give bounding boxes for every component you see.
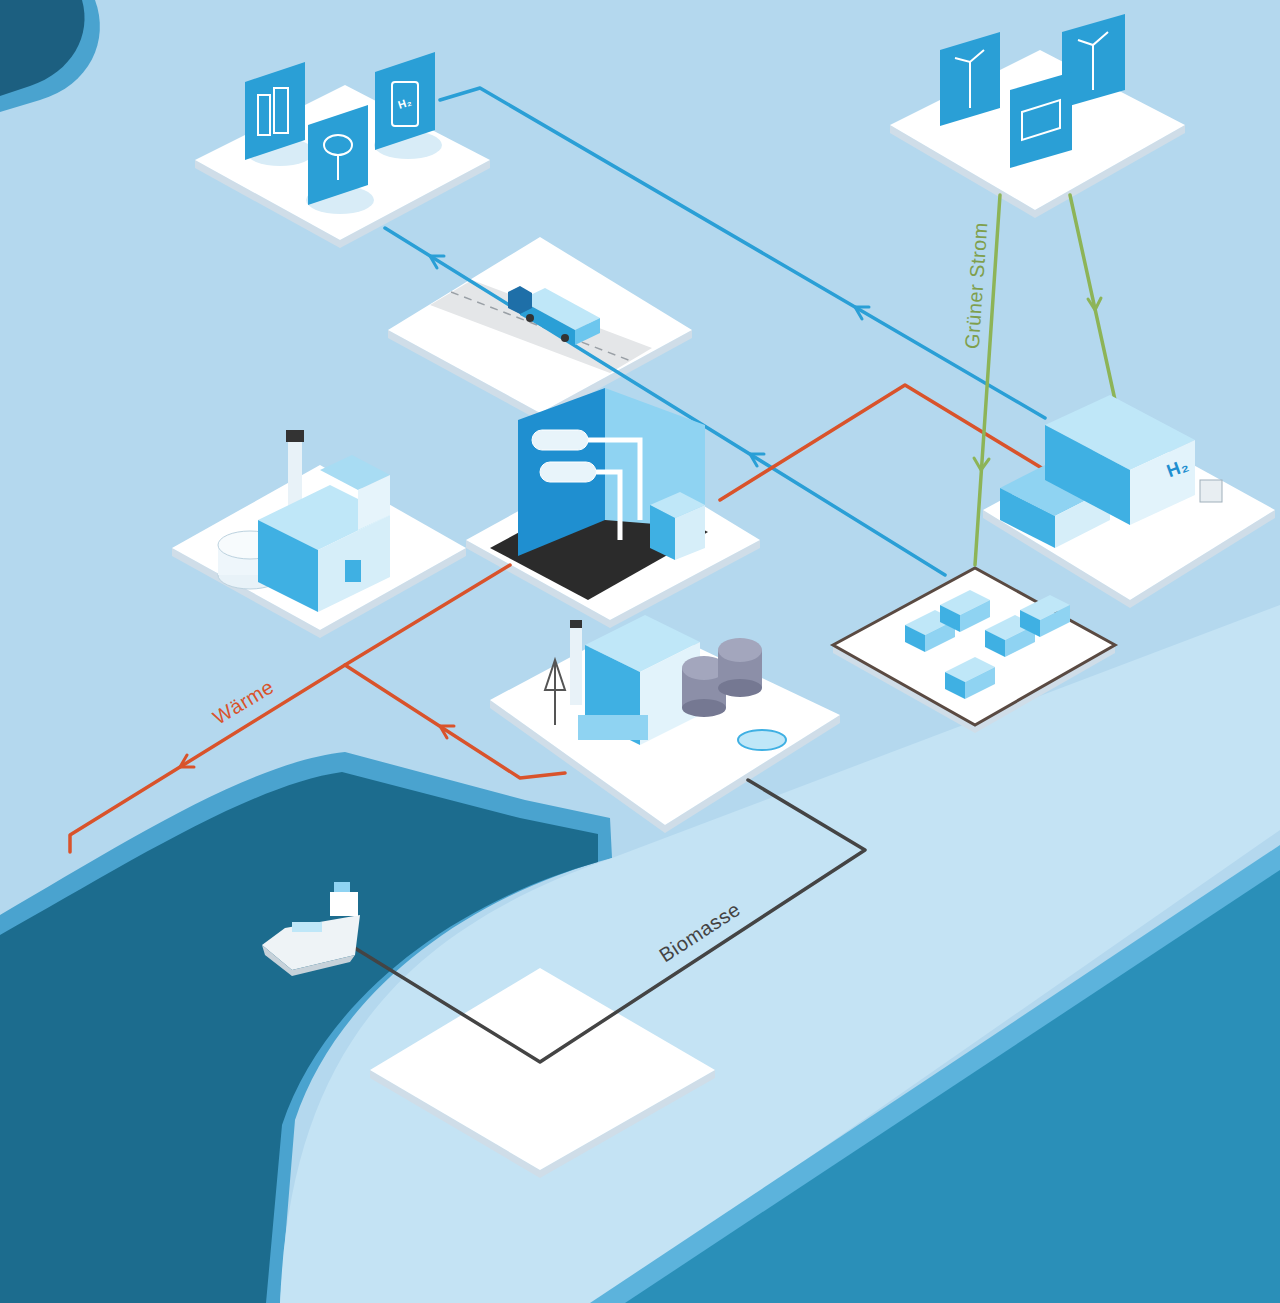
line-label: Biomasse xyxy=(655,897,745,966)
ship xyxy=(262,882,360,976)
industry-building xyxy=(218,430,390,612)
line-label: H₂ xyxy=(1164,455,1192,482)
line-label: H₂ xyxy=(396,95,413,111)
tiles xyxy=(172,50,1275,1178)
machine-room xyxy=(490,388,708,600)
renewable-icons xyxy=(940,14,1125,168)
biogas-plant xyxy=(545,615,786,750)
storage-containers xyxy=(905,590,1070,699)
line-label: Wärme xyxy=(208,675,277,729)
truck xyxy=(508,286,600,345)
line-label: Grüner Strom xyxy=(961,221,993,349)
consumer-icons xyxy=(245,52,442,214)
electrolyser-building xyxy=(1000,395,1222,548)
flow-lines xyxy=(70,88,1115,1062)
